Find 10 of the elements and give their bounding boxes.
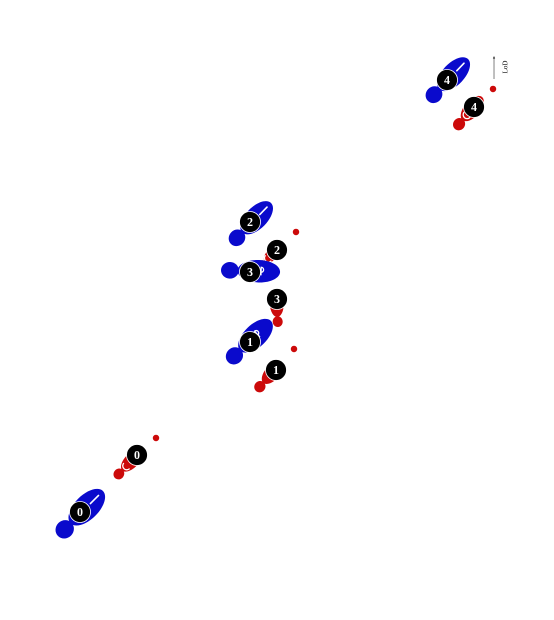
step-number: 4 xyxy=(463,96,485,118)
step-number: 3 xyxy=(266,288,288,310)
step-number: 2 xyxy=(239,211,261,233)
step-number: 2 xyxy=(266,239,288,261)
step-number: 0 xyxy=(69,501,91,523)
step-number: 1 xyxy=(265,359,287,381)
step-number: 4 xyxy=(436,69,458,91)
step-number: 0 xyxy=(126,444,148,466)
step-number: 1 xyxy=(239,331,261,353)
step-number: 3 xyxy=(239,261,261,283)
